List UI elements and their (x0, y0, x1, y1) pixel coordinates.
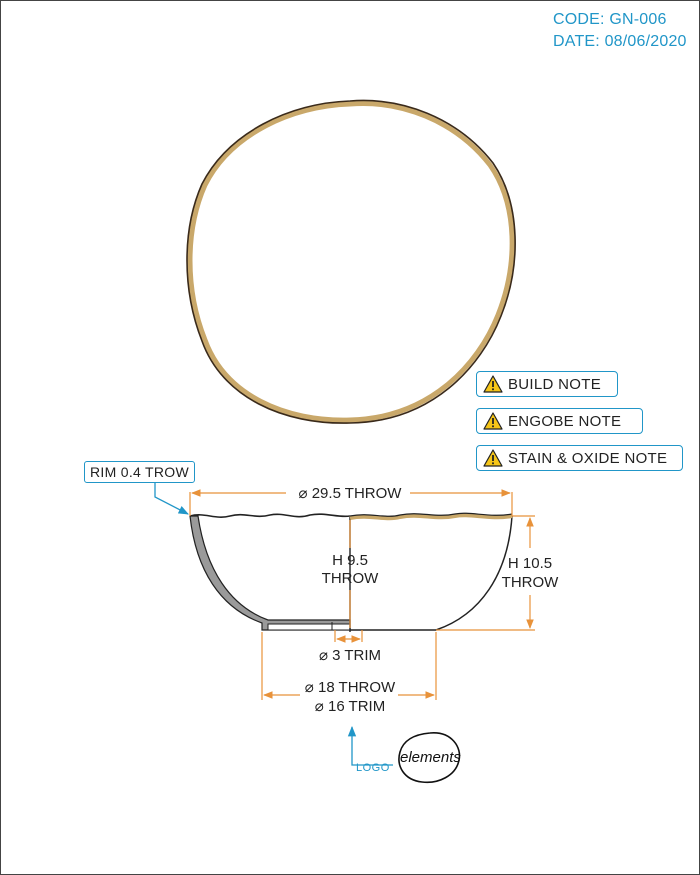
build-note-label: BUILD NOTE (508, 375, 602, 393)
inner-height-unit: THROW (322, 570, 379, 587)
build-note-button[interactable]: BUILD NOTE (476, 371, 618, 397)
base-trim-label: ⌀ 16 TRIM (315, 698, 385, 715)
stain-oxide-note-button[interactable]: STAIN & OXIDE NOTE (476, 445, 683, 471)
inner-height-label: H 9.5 (332, 552, 368, 569)
title-block: CODE: GN-006 DATE: 08/06/2020 (553, 9, 687, 53)
outer-height-unit: THROW (502, 574, 559, 591)
logo-mark-text: elements (400, 749, 461, 766)
base-throw-label: ⌀ 18 THROW (305, 679, 396, 696)
engobe-note-button[interactable]: ENGOBE NOTE (476, 408, 643, 434)
warning-icon (483, 412, 503, 430)
top-diameter-label: ⌀ 29.5 THROW (299, 485, 403, 502)
logo-leader-line (347, 725, 393, 766)
logo-label: LOGO (356, 762, 390, 774)
rim-leader-line (154, 483, 189, 515)
dimension-lines (189, 489, 535, 700)
bowl-top-view (186, 99, 516, 424)
stain-oxide-note-label: STAIN & OXIDE NOTE (508, 449, 668, 467)
engobe-note-label: ENGOBE NOTE (508, 412, 622, 430)
drawing-date: DATE: 08/06/2020 (553, 33, 687, 50)
warning-icon (483, 375, 503, 393)
warning-icon (483, 449, 503, 467)
rim-thickness-label: RIM 0.4 TROW (84, 461, 196, 483)
product-code: CODE: GN-006 (553, 11, 667, 28)
outer-height-label: H 10.5 (508, 555, 552, 572)
foot-trim-label: ⌀ 3 TRIM (319, 647, 381, 664)
elements-logo: elements (398, 732, 461, 784)
